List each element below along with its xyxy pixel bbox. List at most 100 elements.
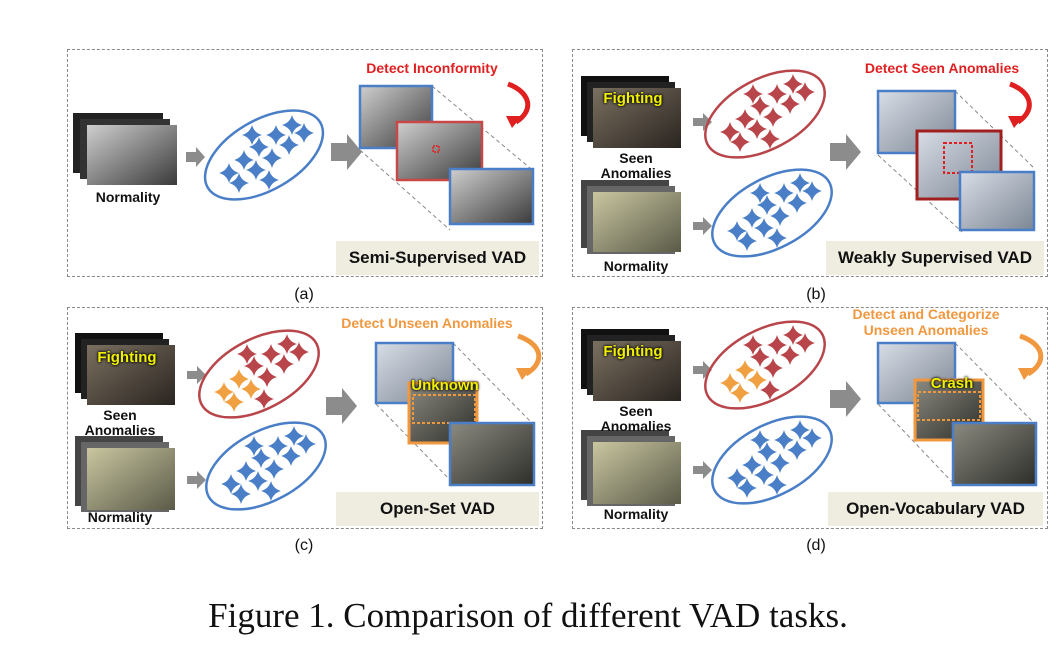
anomaly-cluster-ellipse: [704, 69, 826, 159]
frame-sequence: [358, 84, 535, 231]
arrow-small: [186, 147, 205, 167]
star-icon: [774, 183, 794, 203]
star-icon: [282, 115, 302, 135]
star-icon: [294, 123, 314, 143]
star-icon: [266, 125, 286, 145]
star-icon: [289, 342, 309, 362]
star-icon: [257, 367, 277, 387]
star-icon: [261, 481, 281, 501]
star-icon: [241, 379, 261, 399]
star-icon: [760, 380, 780, 400]
star-icon: [747, 119, 767, 139]
star-icon: [264, 459, 284, 479]
star-icon: [244, 356, 264, 376]
normality-frame-stack: [581, 430, 681, 506]
panel-d-graphics: [581, 320, 1044, 506]
star-icon: [787, 440, 807, 460]
star-icon: [780, 94, 800, 114]
fighting-overlay: Fighting: [603, 90, 663, 107]
panel-c: [67, 307, 543, 529]
star-icon: [783, 74, 803, 94]
panel-c-graphics: [75, 329, 542, 512]
star-icon: [790, 420, 810, 440]
star-icon: [237, 344, 257, 364]
star-icon: [780, 345, 800, 365]
star-icon: [730, 383, 750, 403]
arrow-large: [331, 134, 362, 170]
seen-anomaly-frame-stack: [75, 333, 175, 405]
star-icon: [802, 181, 822, 201]
star-icon: [234, 150, 254, 170]
seen-anomalies-label: Seen Anomalies: [84, 407, 156, 438]
detect-header: Detect and Categorize Unseen Anomalies: [852, 306, 1000, 338]
fighting-overlay: Fighting: [97, 349, 157, 366]
star-icon: [236, 461, 256, 481]
star-icon: [767, 84, 787, 104]
star-icon: [763, 358, 783, 378]
star-icon: [720, 122, 740, 142]
star-icon: [284, 426, 304, 446]
task-label: Open-Vocabulary VAD: [828, 492, 1043, 526]
normality-label: Normality: [95, 189, 161, 205]
frame-sequence: [374, 341, 536, 487]
star-icon: [277, 334, 297, 354]
subfigure-label: (c): [294, 537, 314, 554]
panel-a: [67, 49, 543, 277]
star-icon: [248, 471, 268, 491]
normality-label: Normality: [603, 506, 669, 522]
task-label: Open-Set VAD: [336, 492, 539, 526]
normal-cluster-ellipse: [203, 109, 325, 201]
star-icon: [214, 382, 234, 402]
star-icon: [750, 430, 770, 450]
star-icon: [742, 208, 762, 228]
figure-caption: Figure 1. Comparison of different VAD ta…: [208, 596, 848, 635]
seen-anomaly-frame-stack: [581, 329, 681, 401]
star-icon: [770, 206, 790, 226]
panel-a-graphics: [73, 81, 535, 231]
normal-cluster-ellipse: [711, 168, 833, 258]
detect-header: Detect Seen Anomalies: [864, 60, 1020, 76]
star-icon: [221, 474, 241, 494]
seen-anomalies-label: Seen Anomalies: [600, 150, 672, 181]
subfigure-label: (d): [806, 537, 826, 554]
fighting-overlay: Fighting: [603, 343, 663, 360]
star-icon: [727, 221, 747, 241]
star-icon: [229, 369, 249, 389]
crash-overlay: Crash: [930, 375, 974, 392]
star-icon: [747, 370, 767, 390]
star-icon: [767, 228, 787, 248]
unknown-overlay: Unknown: [411, 377, 479, 394]
star-icon: [229, 173, 249, 193]
star-icon: [767, 475, 787, 495]
star-icon: [737, 231, 757, 251]
star-icon: [735, 360, 755, 380]
star-icon: [720, 373, 740, 393]
seen-anomaly-frame-stack: [581, 76, 681, 148]
star-icon: [763, 107, 783, 127]
star-icon: [742, 455, 762, 475]
star-icon: [281, 446, 301, 466]
normality-label: Normality: [87, 509, 153, 525]
star-icon: [261, 344, 281, 364]
task-label: Weakly Supervised VAD: [826, 241, 1044, 275]
star-icon: [795, 333, 815, 353]
star-icon: [783, 325, 803, 345]
star-icon: [279, 135, 299, 155]
star-icon: [244, 436, 264, 456]
star-icon: [757, 442, 777, 462]
star-icon: [219, 163, 239, 183]
normality-frame-stack: [75, 436, 175, 512]
star-icon: [727, 468, 747, 488]
normality-label: Normality: [603, 258, 669, 274]
star-icon: [246, 160, 266, 180]
star-icon: [254, 389, 274, 409]
star-icon: [224, 392, 244, 412]
star-icon: [757, 195, 777, 215]
star-icon: [251, 448, 271, 468]
star-icon: [754, 465, 774, 485]
star-icon: [231, 484, 251, 504]
star-icon: [242, 125, 262, 145]
normality-frame-stack: [73, 113, 177, 185]
star-icon: [774, 430, 794, 450]
subfigure-label: (b): [806, 286, 826, 303]
